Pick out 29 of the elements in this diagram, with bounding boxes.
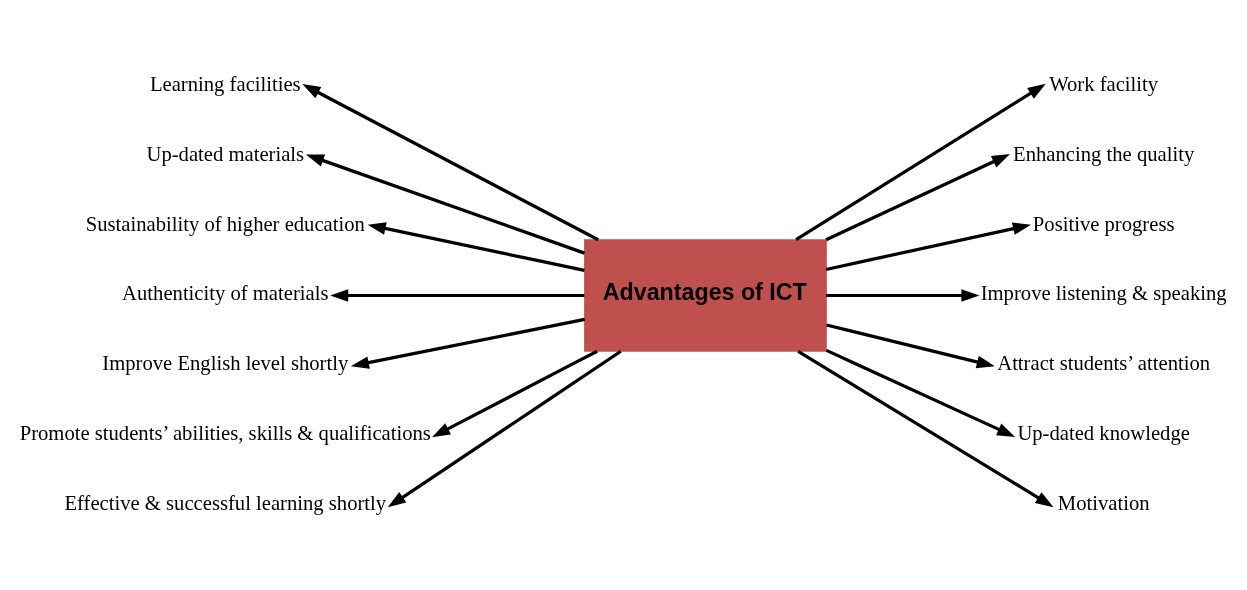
- arrow: [825, 153, 1010, 241]
- node-text: Improve English level shortly: [102, 351, 349, 374]
- node-text: Work facility: [1049, 72, 1159, 95]
- arrow: [825, 348, 1016, 437]
- arrow: [367, 221, 585, 272]
- node-text: Sustainability of higher education: [85, 212, 365, 235]
- node-text: Promote students’ abilities, skills & qualifications: [19, 421, 431, 444]
- node-text: Motivation: [1057, 491, 1150, 514]
- arrow: [825, 221, 1031, 271]
- node-text: Learning facilities: [149, 72, 301, 95]
- node-box: Advantages of ICT: [584, 238, 827, 352]
- arrow: [387, 349, 622, 507]
- arrow: [826, 322, 995, 368]
- node-text: Enhancing the quality: [1013, 142, 1195, 165]
- arrow: [432, 349, 598, 437]
- node-text: Improve listening & speaking: [980, 281, 1227, 304]
- arrow: [305, 153, 585, 255]
- arrow: [350, 317, 586, 369]
- node-text: Positive progress: [1032, 212, 1175, 235]
- node-text: Authenticity of materials: [122, 281, 329, 304]
- arrow: [795, 83, 1046, 241]
- arrow: [302, 83, 599, 241]
- arrow: [797, 349, 1054, 507]
- node-text: Up-dated knowledge: [1017, 421, 1190, 444]
- node-text: Attract students’ attention: [997, 351, 1211, 374]
- arrow: [330, 288, 585, 302]
- arrow: [826, 288, 980, 302]
- node-text: Effective & successful learning shortly: [64, 491, 387, 514]
- node-text: Up-dated materials: [146, 142, 305, 165]
